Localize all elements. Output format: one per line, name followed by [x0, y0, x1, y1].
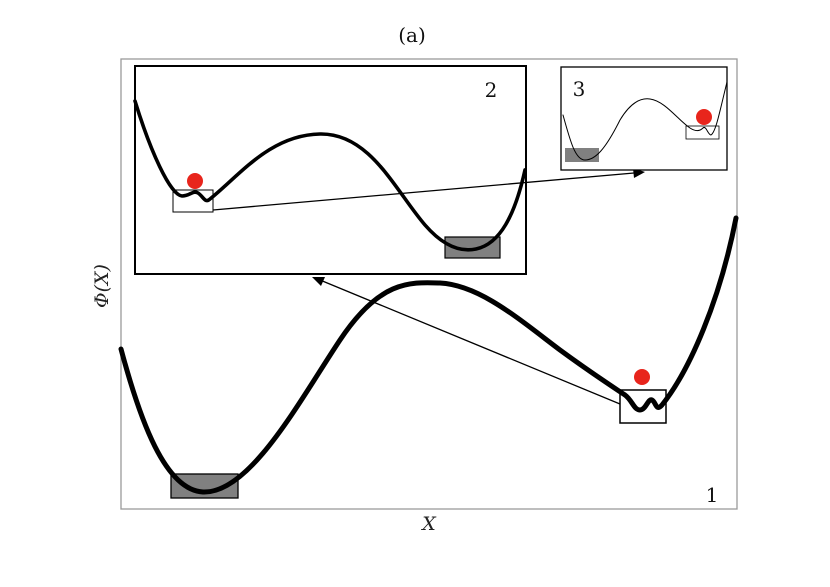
- panel-1-frame: [120, 58, 738, 510]
- panel-1-particle: [634, 369, 650, 385]
- panel-1-potential-curve: [118, 215, 739, 495]
- panel-3-zoom-box: [685, 125, 720, 140]
- figure-title: (a): [398, 23, 426, 47]
- panel-1-zoom-box: [619, 389, 667, 424]
- panel-3-particle: [696, 109, 712, 125]
- panel-2-zoom-box: [172, 189, 214, 213]
- y-axis-label: Φ(X): [91, 264, 113, 308]
- zoom-arrow-1-to-2: [312, 277, 621, 405]
- panel-2-particle: [187, 173, 203, 189]
- panel-2-well-highlight: [444, 236, 501, 259]
- panel-3-potential-curve: [562, 81, 728, 161]
- panel-1-label: 1: [706, 483, 719, 507]
- panel-2-potential-curve: [133, 99, 527, 252]
- panel-3-label: 3: [573, 77, 586, 101]
- panel-2-label: 2: [485, 78, 498, 102]
- x-axis-label: X: [420, 513, 437, 535]
- panel-3-well-highlight: [565, 148, 599, 162]
